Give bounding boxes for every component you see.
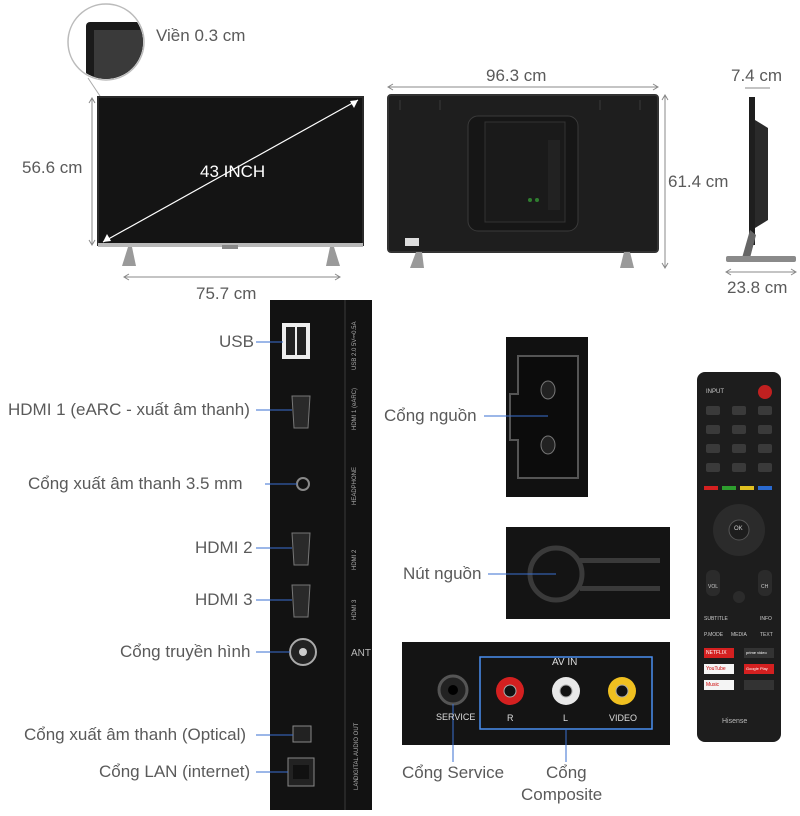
service-text: SERVICE (436, 712, 476, 722)
service-port-label: Cổng Service (402, 763, 505, 782)
remote-pmode-text: P.MODE (704, 632, 724, 638)
remote-prime-text: prime video (746, 650, 767, 655)
remote-media-text: MEDIA (731, 632, 747, 638)
remote-control (697, 372, 781, 742)
hdmi3-label: HDMI 3 (195, 590, 253, 609)
bezel-zoom-circle (67, 3, 145, 97)
total-height-label: 61.4 cm (668, 172, 729, 191)
diagonal-label: 43 INCH (200, 162, 266, 181)
remote-ch-text: CH (761, 584, 769, 590)
depth-label: 7.4 cm (731, 66, 783, 85)
svg-text:DIGITAL AUDIO OUT: DIGITAL AUDIO OUT (354, 722, 360, 780)
tv-front (97, 96, 364, 266)
svg-text:HDMI 1 (eARC): HDMI 1 (eARC) (352, 388, 358, 430)
front-height-dim (88, 97, 96, 246)
tv-back (387, 94, 659, 268)
hdmi1-label: HDMI 1 (eARC - xuất âm thanh) (8, 400, 250, 419)
usb-label: USB (219, 332, 254, 351)
stand-depth-label: 23.8 cm (727, 278, 788, 297)
remote-info-text: INFO (760, 616, 772, 622)
video-text: VIDEO (609, 713, 638, 723)
svg-text:HDMI 2: HDMI 2 (352, 549, 358, 570)
port-leader-lines (256, 341, 297, 773)
av-in-text: AV IN (552, 657, 578, 668)
power-port-label: Cổng nguồn (384, 406, 477, 425)
optical-label: Cổng xuất âm thanh (Optical) (24, 725, 247, 744)
stand-width-dim (123, 273, 341, 281)
audio35-label: Cổng xuất âm thanh 3.5 mm (28, 474, 243, 493)
r-text: R (507, 713, 514, 723)
remote-text-text: TEXT (760, 632, 773, 638)
stand-width-label: 75.7 cm (196, 284, 257, 303)
back-height-dim (661, 94, 669, 269)
remote-subtitle-text: SUBTITLE (704, 616, 728, 622)
svg-text:LAN: LAN (354, 778, 360, 790)
back-width-dim (387, 83, 659, 91)
power-button-label: Nút nguồn (403, 564, 482, 583)
tv-side (726, 97, 796, 262)
remote-brand-text: Hisense (722, 718, 748, 725)
av-leader-lines (452, 704, 567, 762)
remote-vol-text: VOL (708, 584, 719, 590)
svg-text:HDMI 3: HDMI 3 (352, 599, 358, 620)
svg-text:HEADPHONE: HEADPHONE (352, 467, 358, 505)
remote-netflix-text: NETFLIX (706, 650, 727, 656)
antenna-label: Cổng truyền hình (120, 642, 251, 661)
screen-height-label: 56.6 cm (22, 158, 83, 177)
port-strip: USB 2.0 5V⎓0.5A HDMI 1 (eARC) HEADPHONE … (270, 300, 372, 810)
hdmi2-label: HDMI 2 (195, 538, 253, 557)
ant-port-text: ANT (351, 648, 371, 659)
bezel-label: Viền 0.3 cm (156, 26, 246, 45)
av-panel (402, 642, 670, 745)
l-text: L (563, 713, 569, 723)
composite-label-line2: Composite (521, 785, 603, 804)
remote-googleplay-text: Google Play (746, 666, 768, 671)
svg-text:USB 2.0 5V⎓0.5A: USB 2.0 5V⎓0.5A (352, 322, 358, 370)
remote-input-text: INPUT (706, 389, 724, 395)
composite-label-line1: Cổng (546, 763, 587, 782)
power-socket (506, 337, 588, 497)
stand-depth-dim (725, 268, 797, 276)
lan-label: Cổng LAN (internet) (99, 762, 251, 781)
remote-ok-text: OK (734, 526, 743, 532)
remote-music-text: Music (706, 682, 720, 688)
remote-youtube-text: YouTube (706, 666, 726, 672)
total-width-label: 96.3 cm (486, 66, 547, 85)
power-button-panel (506, 527, 670, 619)
